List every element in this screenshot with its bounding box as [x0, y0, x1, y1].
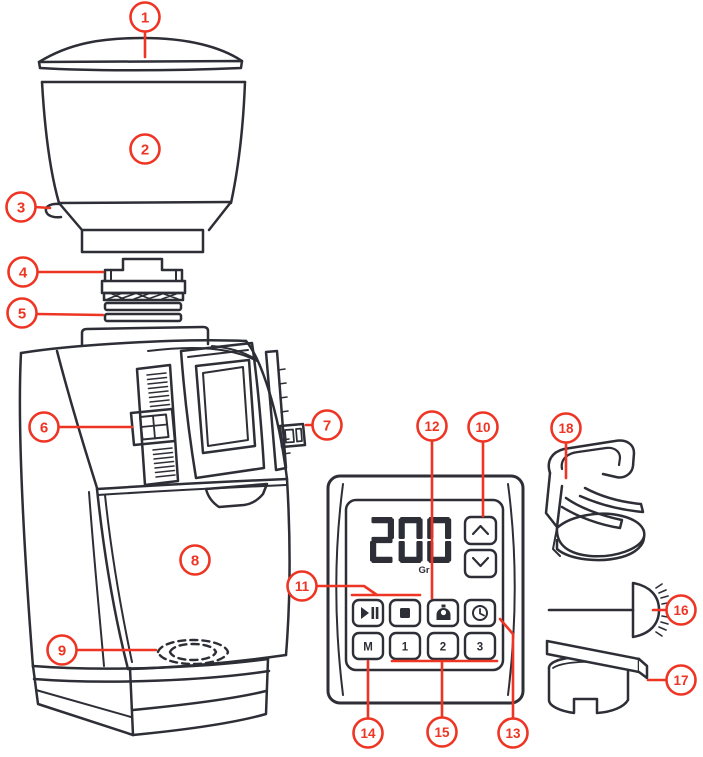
display-digit-segment — [428, 517, 450, 524]
callout-14: 14 — [352, 717, 384, 749]
stop-button — [388, 598, 422, 628]
svg-text:7: 7 — [323, 418, 331, 435]
display-digit-segment — [445, 541, 452, 562]
display-digit-segment — [445, 518, 452, 539]
svg-text:16: 16 — [673, 603, 689, 618]
grind-slider-knob — [129, 407, 177, 447]
dose-slider-strip — [264, 349, 307, 472]
timer-button — [463, 598, 497, 628]
chevron-down-icon — [471, 556, 490, 568]
preset-1-button: 1 — [388, 631, 422, 661]
portafilter-holder — [544, 439, 646, 562]
svg-text:12: 12 — [424, 419, 439, 434]
svg-text:11: 11 — [295, 579, 310, 594]
callout-1: 1 — [129, 1, 161, 33]
grinder-neck — [80, 325, 210, 347]
display-digit-segment — [371, 556, 393, 563]
grind-adjust-scale — [129, 363, 180, 487]
display-unit-label: Gr — [418, 565, 429, 576]
callout-7: 7 — [311, 409, 343, 441]
display-digit-segment — [400, 517, 422, 524]
preset-2-button: 2 — [426, 631, 460, 661]
stop-icon — [400, 608, 410, 618]
display-window — [179, 341, 266, 480]
callout-12: 12 — [416, 410, 448, 442]
callout-9: 9 — [46, 634, 78, 666]
display-digit-segment — [400, 556, 422, 563]
callout-18: 18 — [550, 412, 582, 444]
display-digit-segment — [398, 541, 405, 562]
callout-16: 16 — [665, 594, 697, 626]
svg-text:M: M — [363, 642, 373, 654]
callout-15: 15 — [426, 716, 458, 748]
svg-text:13: 13 — [505, 726, 521, 741]
decrease-button — [463, 548, 498, 579]
control-panel: Gr — [326, 474, 525, 705]
svg-text:8: 8 — [191, 553, 199, 570]
callout-8: 8 — [179, 544, 211, 576]
play-pause-icon — [361, 607, 379, 619]
svg-text:18: 18 — [558, 421, 574, 436]
display-digit-segment — [416, 518, 423, 539]
display-digit-segment — [416, 541, 423, 562]
callout-10: 10 — [467, 411, 499, 443]
svg-text:10: 10 — [475, 420, 490, 435]
svg-text:2: 2 — [440, 642, 446, 654]
weight-display — [370, 517, 452, 563]
svg-text:1: 1 — [402, 642, 409, 654]
svg-text:3: 3 — [17, 200, 25, 217]
callout-11: 11 — [286, 570, 318, 602]
svg-text:1: 1 — [141, 10, 149, 27]
callout-2: 2 — [129, 133, 161, 165]
display-digit-segment — [371, 517, 393, 524]
bean-hopper — [40, 80, 247, 254]
tray-outline — [156, 638, 230, 666]
memory-button: M — [351, 631, 385, 661]
hopper-lid — [37, 36, 244, 72]
callout-3-leader — [33, 205, 52, 210]
callout-11-leader — [315, 584, 422, 597]
svg-text:2: 2 — [141, 142, 149, 159]
increase-button — [463, 515, 498, 546]
display-digit-segment — [371, 536, 393, 544]
outlet-adapter — [545, 639, 649, 715]
hopper-tab — [44, 202, 63, 219]
callout-17: 17 — [665, 664, 697, 696]
start-pause-button — [351, 598, 385, 628]
grounds-spout — [204, 482, 269, 509]
callout-3: 3 — [5, 191, 37, 223]
callout-13: 13 — [497, 717, 529, 749]
callout-6: 6 — [28, 411, 60, 443]
svg-text:17: 17 — [673, 673, 688, 688]
scale-button — [426, 598, 460, 628]
preset-3-button: 3 — [463, 631, 497, 661]
callout-5-leader — [35, 312, 105, 317]
clock-icon — [472, 605, 488, 621]
display-digit-segment — [398, 518, 405, 539]
svg-text:9: 9 — [58, 643, 66, 660]
svg-text:14: 14 — [360, 726, 376, 741]
grinder-body — [18, 325, 307, 737]
display-digit-segment — [370, 541, 377, 562]
callout-15-leader — [390, 659, 499, 719]
scale-icon — [436, 604, 451, 620]
svg-text:15: 15 — [434, 725, 450, 740]
svg-text:6: 6 — [40, 420, 48, 437]
adjustment-collar — [100, 257, 187, 302]
chevron-up-icon — [471, 524, 490, 536]
display-digit-segment — [387, 518, 394, 539]
callout-13-leader — [498, 617, 515, 720]
dose-slider-knob — [278, 422, 307, 449]
svg-text:3: 3 — [477, 642, 483, 654]
grinder-base — [31, 657, 271, 737]
svg-text:5: 5 — [18, 306, 26, 323]
callout-5: 5 — [6, 297, 38, 329]
display-digit-segment — [428, 556, 450, 563]
callout-4: 4 — [7, 256, 39, 288]
svg-text:4: 4 — [19, 265, 28, 282]
burr-rings — [103, 301, 183, 323]
